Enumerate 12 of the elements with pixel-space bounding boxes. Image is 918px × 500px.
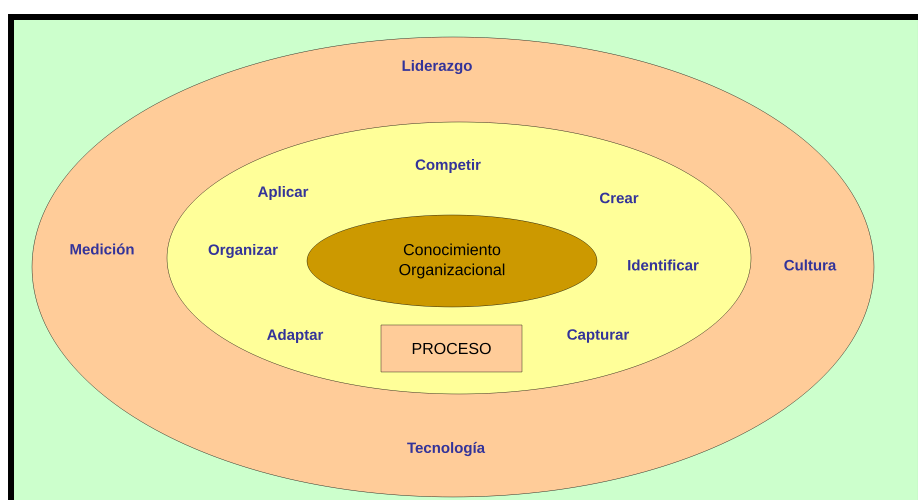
ring-label: Liderazgo	[402, 60, 472, 74]
ring-label: Organizar	[208, 244, 278, 258]
ring-label: Medición	[70, 243, 134, 255]
ring-label: Aplicar	[258, 186, 308, 200]
process-box: PROCESO	[380, 324, 522, 372]
ring-label: Tecnología	[407, 442, 486, 456]
ring-label: Cultura	[784, 259, 836, 270]
ring-label: Identificar	[628, 259, 699, 270]
ring-label: Adaptar	[267, 329, 324, 343]
ring-label: Competir	[416, 159, 481, 173]
ring-label: Crear	[600, 192, 638, 204]
ring-label: Capturar	[567, 329, 630, 343]
